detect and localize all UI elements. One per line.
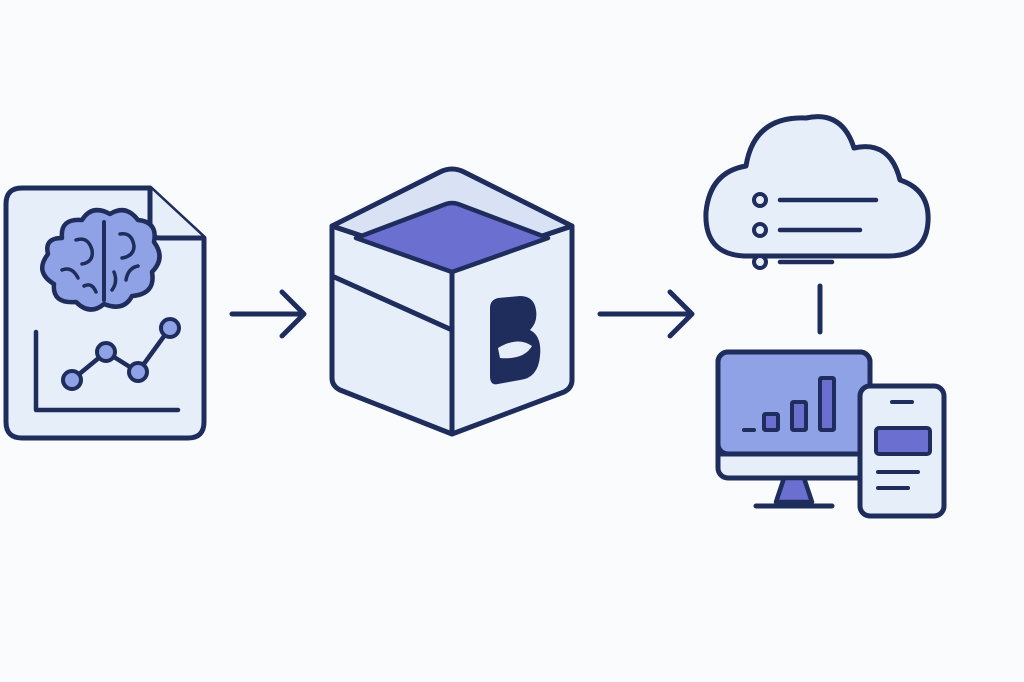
brain-icon [40,207,162,312]
mobile-phone-icon [857,383,947,519]
package-box-icon [329,166,575,437]
bar-chart-icon [742,376,836,432]
b-logo-icon [490,296,541,385]
ml-model-document-icon [3,185,207,441]
arrow-right-icon [597,289,695,339]
desktop-monitor-icon [715,349,873,509]
line-chart-icon [33,317,181,413]
arrow-right-icon [229,289,307,339]
cloud-server-icon [703,114,931,270]
